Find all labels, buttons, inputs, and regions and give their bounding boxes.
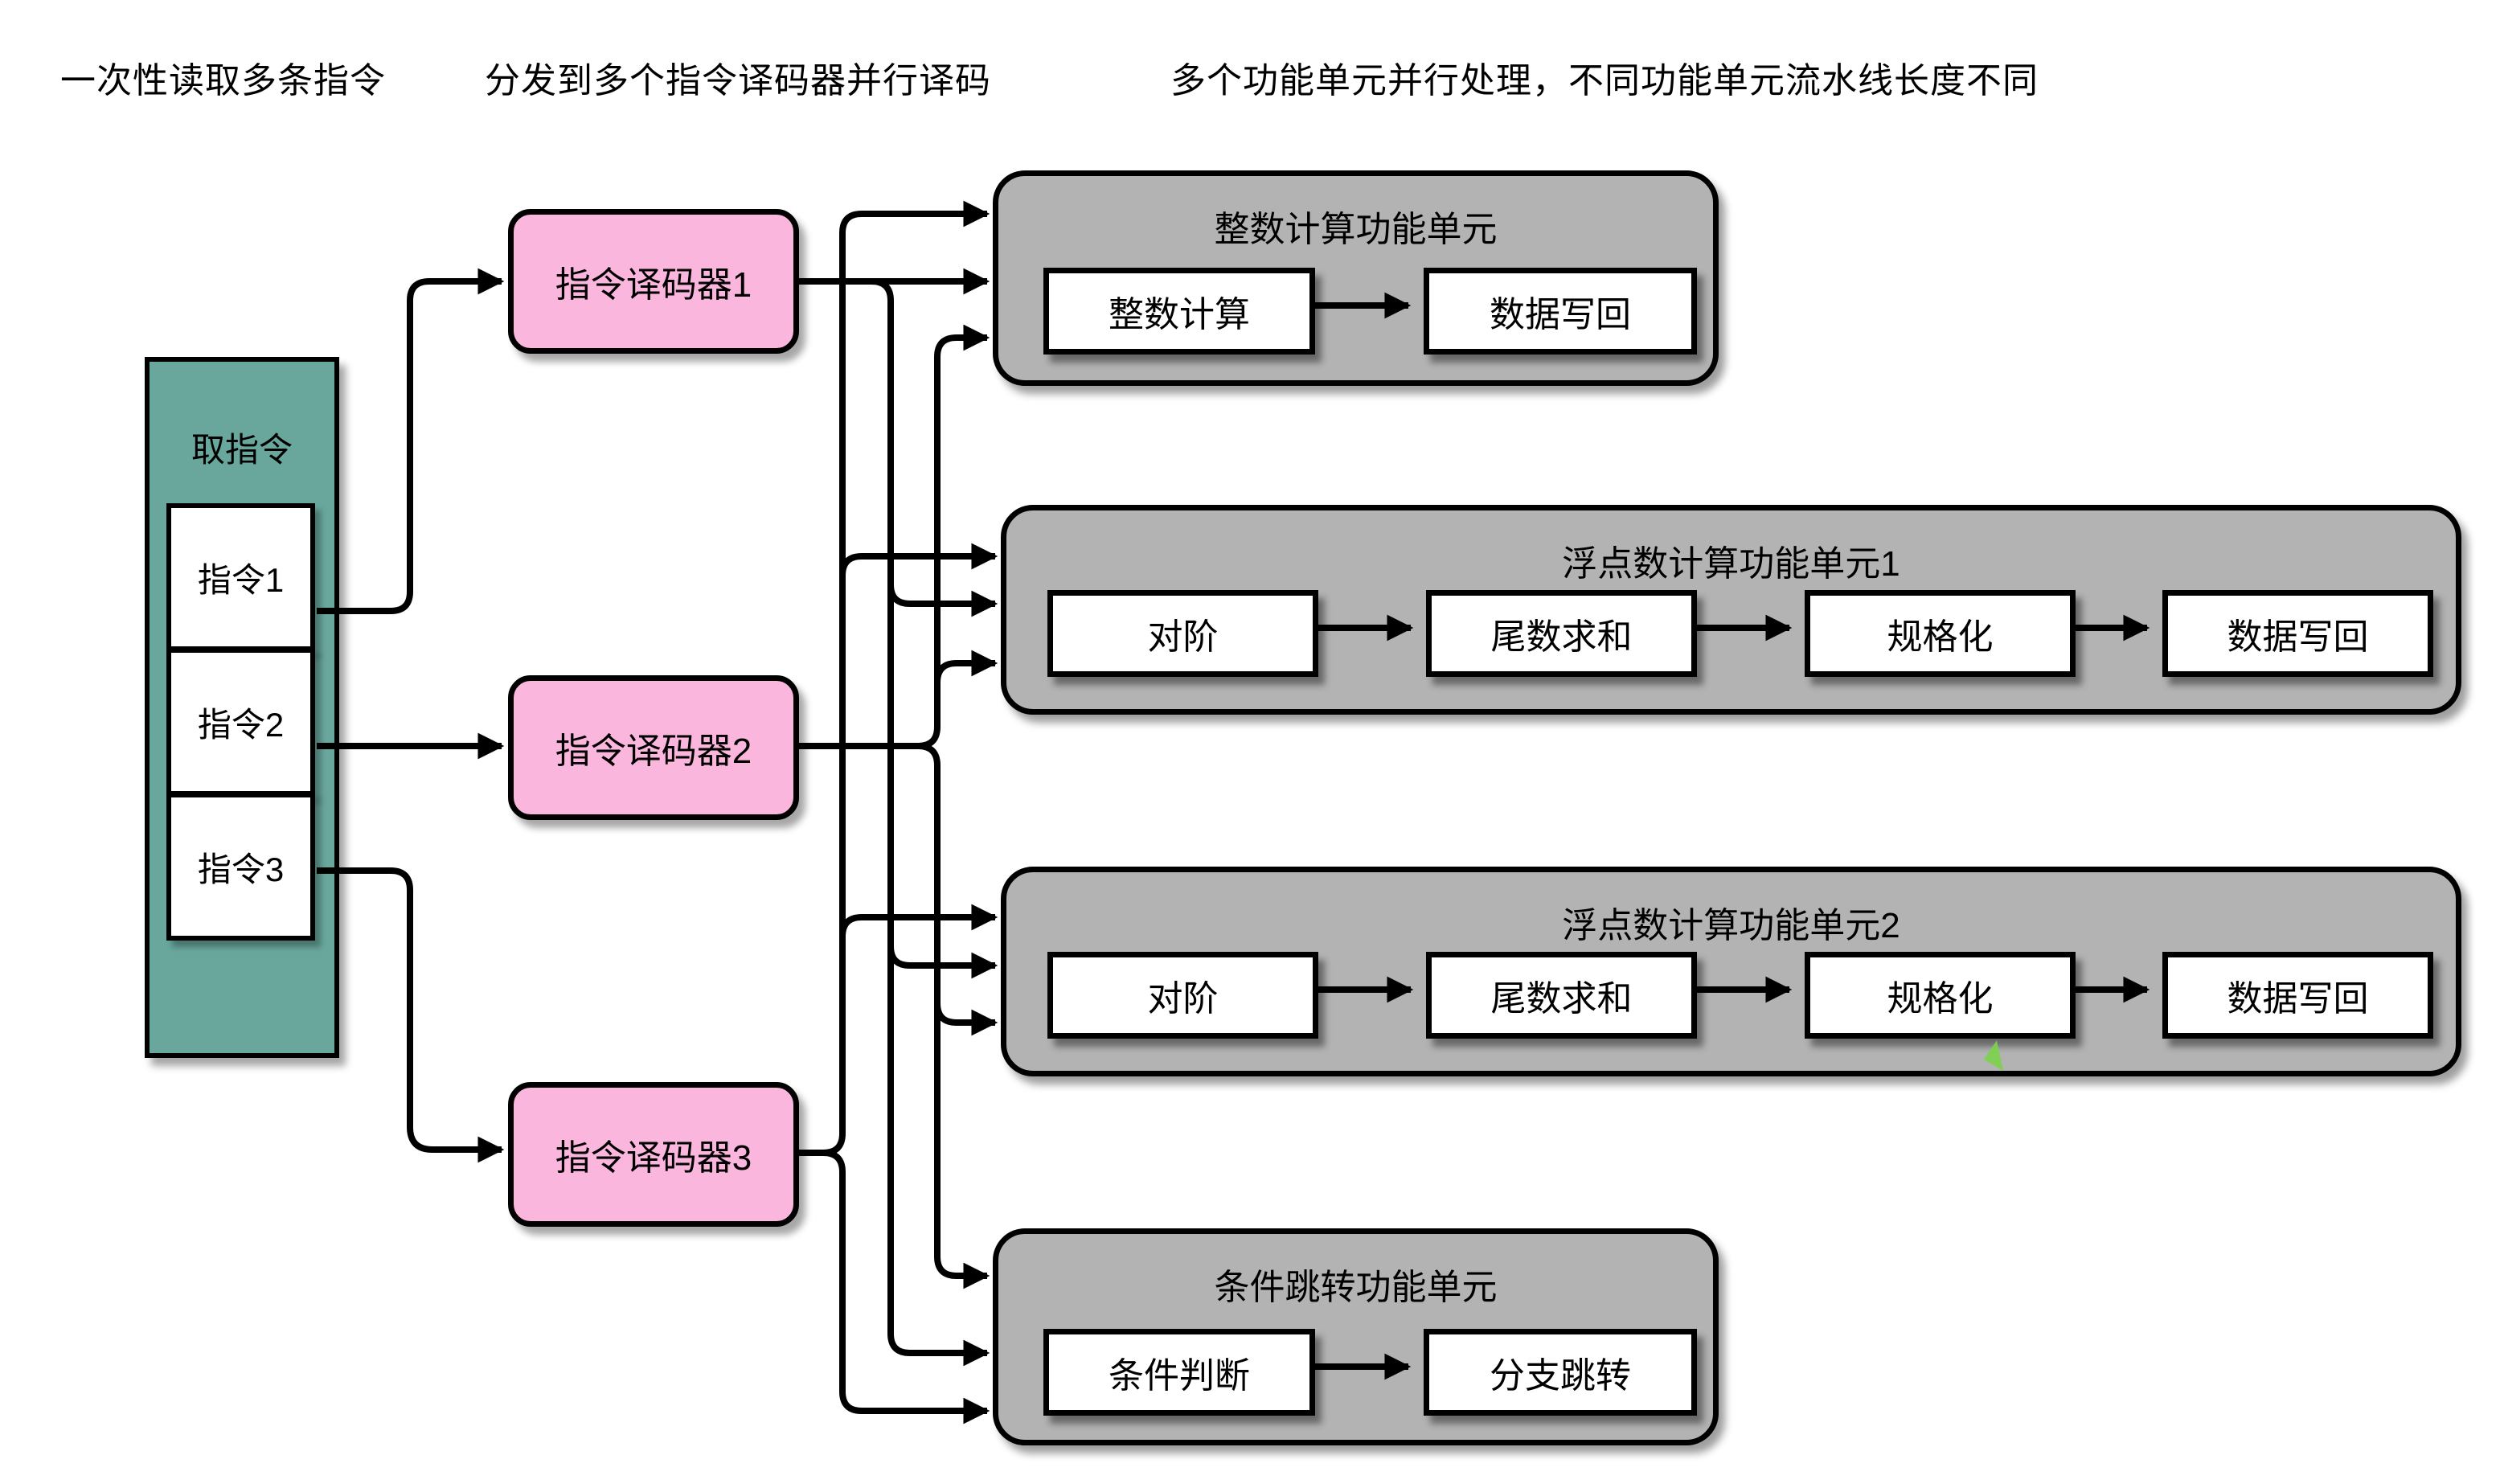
float2-stage-align: 对阶 (1047, 952, 1318, 1039)
trunk3-branch-to-unit2 (934, 650, 998, 683)
arrow-instr1-to-decoder1 (317, 268, 505, 614)
annotation-fetch: 一次性读取多条指令 (60, 61, 386, 100)
annotation-execute: 多个功能单元并行处理，不同功能单元流水线长度不同 (1170, 61, 2039, 100)
float2-stage-writeback: 数据写回 (2162, 952, 2433, 1039)
instruction-2-box: 指令2 (166, 648, 315, 796)
annotation-decode: 分发到多个指令译码器并行译码 (485, 61, 991, 100)
float-unit-2-box: 浮点数计算功能单元2 对阶 尾数求和 规格化 数据写回 (1001, 867, 2461, 1076)
trunk1-branch-to-unit3 (839, 904, 998, 937)
trunk2-decoder1-to-unit4 (871, 278, 990, 1367)
branch-stage-condition: 条件判断 (1043, 1329, 1315, 1416)
branch-unit-box: 条件跳转功能单元 条件判断 分支跳转 (993, 1228, 1719, 1445)
float2-stage-mantissa: 尾数求和 (1426, 952, 1697, 1039)
float-unit-1-box: 浮点数计算功能单元1 对阶 尾数求和 规格化 数据写回 (1001, 505, 2461, 715)
decoder-1-box: 指令译码器1 (508, 209, 799, 354)
trunk1-decoder3-to-unit4 (822, 1150, 990, 1425)
float-unit-1-title: 浮点数计算功能单元1 (1562, 544, 1900, 584)
integer-unit-title: 整数计算功能单元 (1214, 210, 1498, 249)
branch-unit-title: 条件跳转功能单元 (1214, 1268, 1498, 1307)
float1-stage-writeback: 数据写回 (2162, 590, 2433, 677)
trunk3-branch-to-unit3 (934, 1002, 998, 1036)
integer-stage-compute: 整数计算 (1043, 268, 1315, 355)
fetch-unit-title: 取指令 (191, 431, 293, 469)
trunk2-branch-to-unit3 (887, 945, 998, 979)
integer-unit-box: 整数计算功能单元 整数计算 数据写回 (993, 170, 1719, 386)
float1-stage-normalize: 规格化 (1805, 590, 2076, 677)
float1-stage-align: 对阶 (1047, 590, 1318, 677)
green-cursor-artifact (1984, 1040, 2003, 1071)
arrow-instr3-to-decoder3 (317, 867, 505, 1163)
float2-stage-normalize: 规格化 (1805, 952, 2076, 1039)
decoder-2-box: 指令译码器2 (508, 675, 799, 820)
instruction-3-box: 指令3 (166, 793, 315, 941)
fetch-unit-box: 取指令 指令1 指令2 指令3 (145, 357, 339, 1058)
trunk3-decoder2-to-unit4 (917, 743, 990, 1289)
float1-stage-mantissa: 尾数求和 (1426, 590, 1697, 677)
decoder-3-box: 指令译码器3 (508, 1082, 799, 1227)
trunk1-branch-to-unit2 (839, 543, 998, 576)
trunk2-branch-to-unit2 (887, 584, 998, 617)
integer-stage-writeback: 数据写回 (1424, 268, 1697, 355)
float-unit-2-title: 浮点数计算功能单元2 (1562, 906, 1900, 945)
branch-stage-jump: 分支跳转 (1424, 1329, 1697, 1416)
